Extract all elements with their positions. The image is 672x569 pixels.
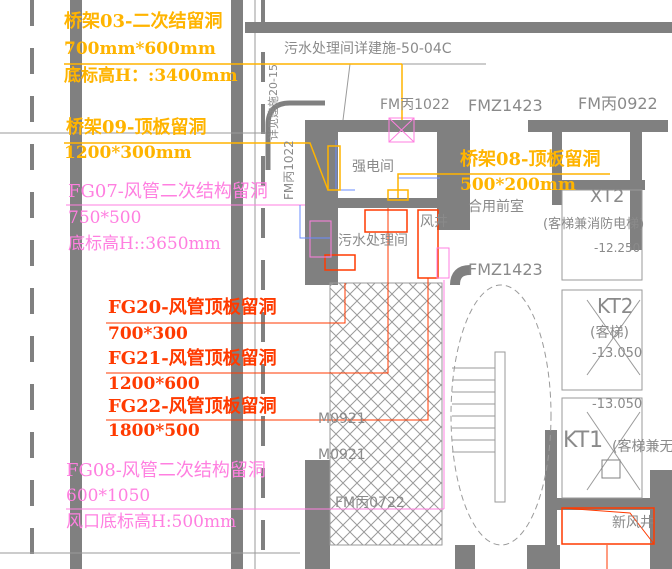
qj03-size: 700mm*600mm [64, 39, 216, 59]
wheelchair-icon [601, 459, 621, 479]
qj09-size: 1200*300mm [64, 143, 192, 163]
fresh-air-shaft [561, 507, 655, 545]
qj08-size: 500*200mm [460, 175, 576, 195]
elevator-desc: (客梯兼消防电梯) [543, 217, 645, 232]
fg08-title: FG08-风管二次结构留洞 [66, 460, 266, 481]
fg21-size: 1200*600 [108, 374, 200, 394]
fg21-title: FG21-风管顶板留洞 [108, 348, 277, 369]
room-label-electrical: 强电间 [352, 159, 394, 175]
level-label: -13.050 [592, 346, 643, 361]
fg08-elevation: 风口底标高H:500mm [66, 512, 237, 532]
wall [245, 22, 672, 33]
door-label: M0921 [318, 447, 366, 463]
door-label: FM丙1022 [282, 140, 296, 200]
fg07-size: 750*500 [68, 208, 142, 228]
qj03-elevation: 底标高H：:3400mm [64, 66, 238, 86]
room-label-lobby: 合用前室 [468, 199, 524, 215]
fg20-title: FG20-风管顶板留洞 [108, 297, 277, 318]
toilet-area [329, 282, 443, 546]
door-label: FMZ1423 [468, 96, 543, 115]
door-label: FM丙0922 [578, 94, 658, 113]
qj08-title: 桥架08-顶板留洞 [460, 149, 601, 170]
door-label: FM丙1022 [380, 97, 450, 113]
fg22-title: FG22-风管顶板留洞 [108, 396, 277, 417]
room-label-shaft: 风井 [420, 214, 448, 230]
elevator-desc: (客梯) [590, 325, 629, 341]
fg22-size: 1800*500 [108, 421, 200, 441]
elevator-label: KT2 [597, 294, 634, 318]
elevator-label: XT2 [590, 186, 625, 207]
door-label: FMZ1423 [468, 260, 543, 279]
side-ref-note: 详见建施20-15 [267, 64, 280, 140]
level-label: -12.250 [594, 241, 641, 255]
ref-note: 污水处理间详建施-50-04C [284, 41, 452, 57]
room-label-fresh-air: 新风井 [612, 515, 654, 531]
fg07-elevation: 底标高H::3650mm [68, 234, 221, 254]
fg07-title: FG07-风管二次结构留洞 [68, 181, 268, 202]
fg20-size: 700*300 [108, 324, 188, 344]
door-label: M0921 [318, 411, 366, 427]
elevator-label: KT1 [563, 428, 604, 453]
door-label: FM丙0722 [335, 495, 405, 511]
elevator-desc: (客梯兼无障 [612, 439, 672, 455]
qj03-title: 桥架03-二次结留洞 [64, 11, 223, 32]
qj09-title: 桥架09-顶板留洞 [66, 117, 207, 138]
fg08-size: 600*1050 [66, 486, 151, 506]
room-label-sewage: 污水处理间 [338, 233, 408, 249]
level-label: -13.050 [592, 397, 643, 412]
